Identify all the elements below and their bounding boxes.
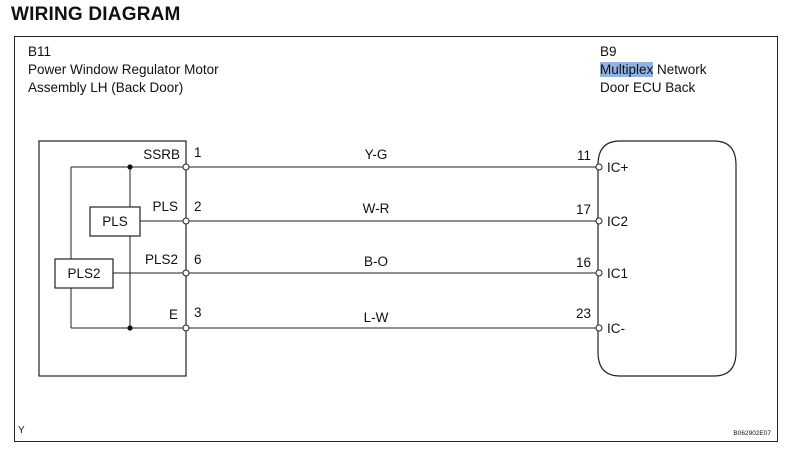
right-terminal-16 bbox=[595, 269, 603, 277]
right-terminal-11 bbox=[595, 163, 603, 171]
left-signal-ssrb: SSRB bbox=[143, 147, 180, 162]
right-component-name-rest: Network bbox=[653, 62, 707, 77]
right-ecu-body bbox=[597, 140, 737, 377]
junction-dot-bottom bbox=[127, 325, 133, 331]
left-component-name-line1: Power Window Regulator Motor bbox=[28, 62, 219, 77]
right-component-name-line1: Multiplex Network bbox=[600, 62, 707, 78]
right-pin-11: 11 bbox=[577, 148, 591, 163]
left-component-name-line2: Assembly LH (Back Door) bbox=[28, 80, 184, 95]
right-signal-ic1: IC1 bbox=[607, 266, 628, 281]
pls-block bbox=[89, 206, 141, 237]
right-component-name-line2: Door ECU Back bbox=[600, 80, 696, 95]
pls2-block bbox=[54, 258, 114, 289]
right-component-code: B9 bbox=[600, 44, 617, 59]
right-terminal-17 bbox=[595, 217, 603, 225]
right-signal-ic-plus: IC+ bbox=[607, 160, 629, 175]
diagram-title: WIRING DIAGRAM bbox=[11, 4, 181, 25]
right-pin-23: 23 bbox=[576, 306, 591, 321]
pls-block-label: PLS bbox=[102, 214, 128, 229]
wire-color-b-o: B-O bbox=[364, 254, 388, 269]
left-pin-1: 1 bbox=[194, 145, 202, 160]
left-pin-6: 6 bbox=[194, 252, 202, 267]
left-signal-e: E bbox=[169, 307, 178, 322]
left-terminal-1 bbox=[182, 163, 190, 171]
right-pin-16: 16 bbox=[576, 255, 591, 270]
right-signal-ic-minus: IC- bbox=[607, 321, 625, 336]
wire-color-y-g: Y-G bbox=[365, 147, 388, 162]
pls2-block-label: PLS2 bbox=[67, 266, 100, 281]
left-terminal-3 bbox=[182, 324, 190, 332]
left-terminal-6 bbox=[182, 269, 190, 277]
wire-color-l-w: L-W bbox=[364, 310, 389, 325]
diagram-frame bbox=[14, 36, 778, 442]
left-signal-pls: PLS bbox=[152, 199, 178, 214]
left-connector-body bbox=[38, 140, 187, 377]
right-pin-17: 17 bbox=[576, 202, 591, 217]
left-component-code: B11 bbox=[28, 44, 52, 59]
corner-mark: Y bbox=[18, 425, 25, 436]
right-terminal-23 bbox=[595, 324, 603, 332]
right-signal-ic2: IC2 bbox=[607, 214, 628, 229]
left-pin-2: 2 bbox=[194, 199, 202, 214]
left-pin-3: 3 bbox=[194, 305, 202, 320]
left-signal-pls2: PLS2 bbox=[145, 252, 178, 267]
junction-dot-top bbox=[127, 164, 133, 170]
highlighted-text: Multiplex bbox=[600, 62, 654, 77]
wire-color-w-r: W-R bbox=[363, 201, 390, 216]
left-terminal-2 bbox=[182, 217, 190, 225]
figure-code: B062902E07 bbox=[733, 430, 771, 437]
